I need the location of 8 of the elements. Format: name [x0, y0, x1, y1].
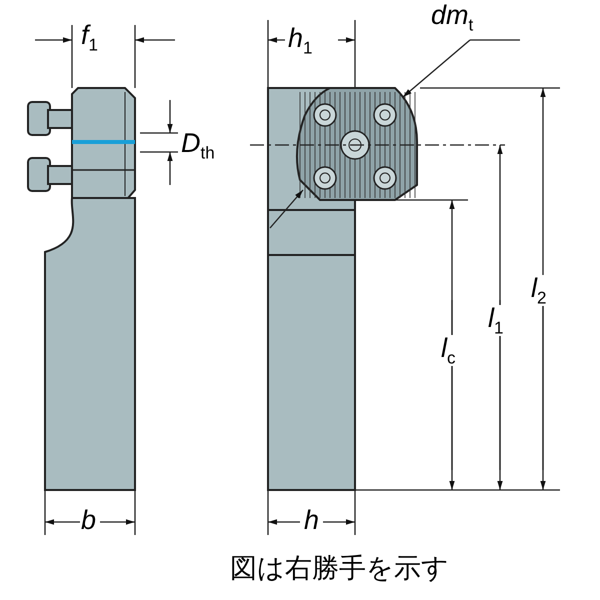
- dimension-label: l$_{1}$: [487, 305, 504, 336]
- caption-text: 図は右勝手を示す: [230, 555, 449, 582]
- dimension-label: f$_{1}$: [80, 22, 99, 54]
- dimension-label: h$_{1}$: [287, 25, 314, 56]
- dimension-label: D$_{th}$: [180, 130, 216, 162]
- dimension-label: l$_{2}$: [530, 275, 548, 306]
- dimension-label: dm$_{t}$: [430, 2, 474, 34]
- dimension-label: l$_{c}$: [440, 335, 456, 366]
